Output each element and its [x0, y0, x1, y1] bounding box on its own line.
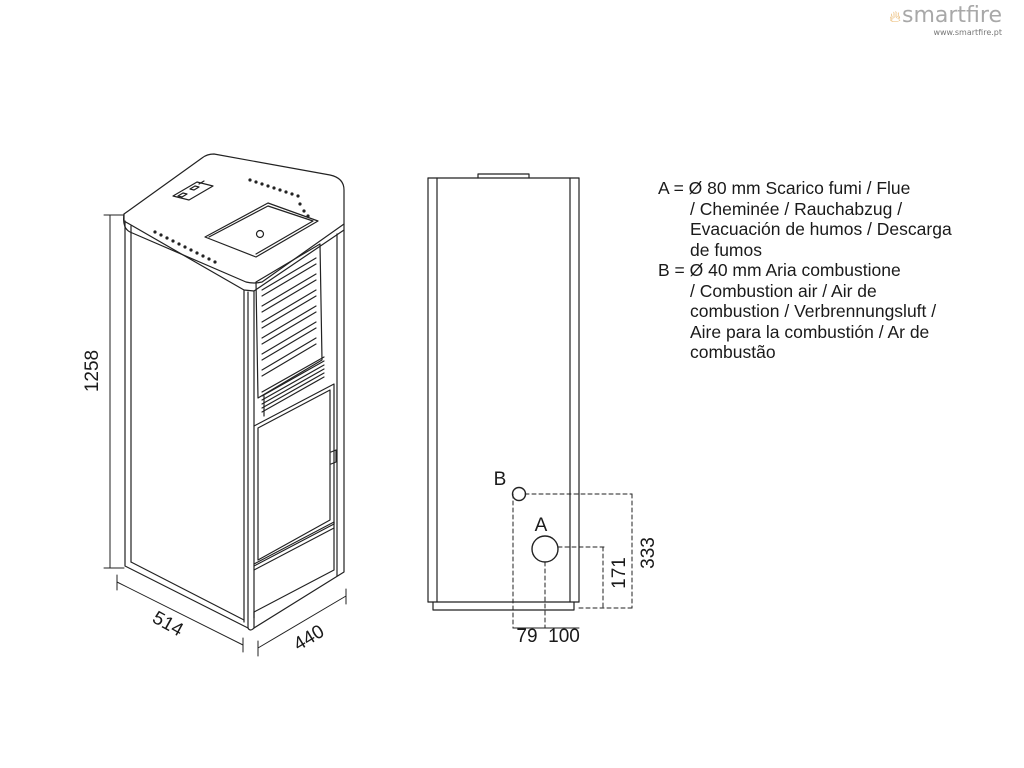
- legend-item-b: B = Ø 40 mm Aria combustione / Combustio…: [658, 260, 978, 363]
- b-offset-dim-label: 79: [516, 626, 537, 647]
- legend-b-line: combustion / Verbrennungsluft /: [690, 301, 937, 321]
- legend-a-line: Evacuación de humos / Descarga: [690, 219, 952, 239]
- flame-icon: 🔥︎: [889, 7, 901, 26]
- vent-louvres: [261, 356, 325, 417]
- stove-rear-view: [427, 173, 580, 611]
- stove-top-face: [123, 153, 345, 284]
- height-dimension: [103, 214, 125, 569]
- port-a-label: A: [535, 515, 548, 536]
- height-dim-label: 1258: [82, 350, 103, 392]
- stove-door: [253, 383, 337, 567]
- legend: A = Ø 80 mm Scarico fumi / Flue / Chemin…: [658, 178, 978, 363]
- width-dim-label: 514: [149, 607, 187, 641]
- legend-b-line: / Combustion air / Air de: [690, 280, 877, 301]
- brand-name: 🔥︎smartfire: [889, 4, 1002, 29]
- stove-top-edge: [123, 213, 345, 292]
- brand-name-text: smartfire: [902, 3, 1002, 28]
- depth-dim-label: 440: [290, 621, 328, 655]
- port-b-circle: [511, 486, 527, 502]
- width-dimension: [116, 574, 244, 653]
- base-panel: [253, 521, 335, 619]
- a-height-dim-label: 171: [609, 557, 630, 589]
- door-handle: [330, 449, 337, 465]
- stove-right-face: [253, 229, 345, 629]
- legend-b-line: combustão: [690, 342, 776, 362]
- a-offset-dim-label: 100: [548, 626, 580, 647]
- control-panel: [172, 180, 214, 201]
- b-height-dim-label: 333: [638, 537, 659, 569]
- brand-logo: 🔥︎smartfire www.smartfire.pt: [889, 4, 1002, 38]
- hopper-lid: [204, 202, 319, 258]
- stove-isometric-view: [123, 153, 345, 631]
- port-dimension-lines: [512, 493, 633, 629]
- depth-dimension: [257, 588, 347, 657]
- grille-panel: [255, 243, 323, 399]
- legend-a-line: de fumos: [690, 239, 762, 260]
- legend-item-a: A = Ø 80 mm Scarico fumi / Flue / Chemin…: [658, 178, 978, 260]
- port-b-label: B: [494, 469, 507, 490]
- stove-left-face: [124, 220, 249, 629]
- port-a-circle: [531, 535, 559, 563]
- legend-a-line: A = Ø 80 mm Scarico fumi / Flue: [658, 178, 911, 198]
- top-dots: [153, 178, 310, 264]
- legend-b-line: Aire para la combustión / Ar de: [690, 321, 930, 342]
- brand-url: www.smartfire.pt: [933, 28, 1002, 37]
- legend-a-line: / Cheminée / Rauchabzug /: [690, 198, 903, 219]
- legend-b-line: B = Ø 40 mm Aria combustione: [658, 260, 901, 280]
